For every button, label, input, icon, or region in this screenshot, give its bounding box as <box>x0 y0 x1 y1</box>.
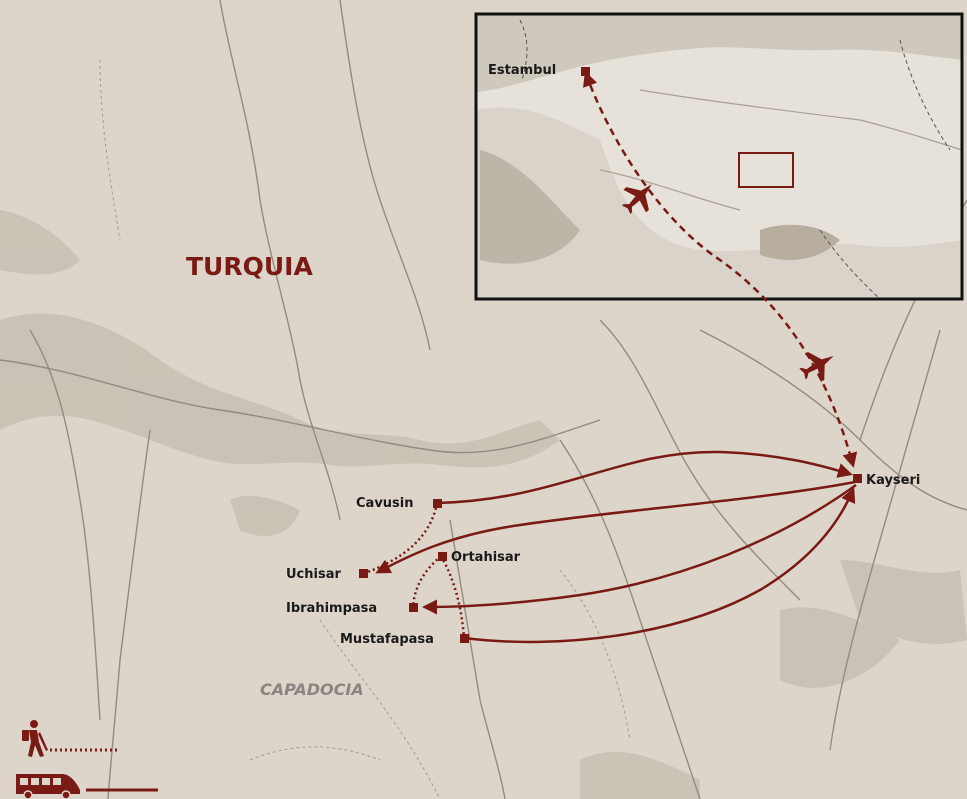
marker-kayseri <box>853 474 862 483</box>
marker-mustafapasa <box>460 634 469 643</box>
marker-cavusin <box>433 499 442 508</box>
label-mustafapasa: Mustafapasa <box>340 632 434 647</box>
walking-routes <box>364 502 466 639</box>
label-ibrahimpasa: Ibrahimpasa <box>286 601 377 616</box>
label-uchisar: Uchisar <box>286 567 341 582</box>
label-kayseri: Kayseri <box>866 473 920 488</box>
marker-estambul <box>581 67 590 76</box>
route-cavusin-kayseri <box>436 450 853 505</box>
secondary-roads <box>99 59 631 799</box>
flight-route-line <box>583 71 858 468</box>
route-mustafapasa-kayseri <box>463 487 856 644</box>
country-label: TURQUIA <box>186 252 313 281</box>
airplane-icon <box>622 184 652 214</box>
route-kayseri-ibrahimpasa <box>422 483 857 615</box>
region-label: CAPADOCIA <box>260 680 364 699</box>
marker-uchisar <box>359 569 368 578</box>
place-markers <box>359 67 862 643</box>
walk-ortahisar-ibrahimpasa <box>411 555 442 607</box>
walk-cavusin-uchisar <box>364 502 439 575</box>
label-cavusin: Cavusin <box>356 496 414 511</box>
label-estambul: Estambul <box>488 63 556 78</box>
map-legend <box>16 720 158 799</box>
marker-ibrahimpasa <box>409 603 418 612</box>
marker-ortahisar <box>438 552 447 561</box>
hiking-person-icon <box>22 720 48 757</box>
airplane-icon <box>799 352 834 382</box>
relief-shading <box>0 210 967 799</box>
transfer-routes <box>375 450 857 644</box>
inset-map-turkey <box>474 12 964 301</box>
label-ortahisar: Ortahisar <box>451 550 521 565</box>
minibus-icon <box>16 774 80 799</box>
route-kayseri-uchisar <box>375 480 856 574</box>
